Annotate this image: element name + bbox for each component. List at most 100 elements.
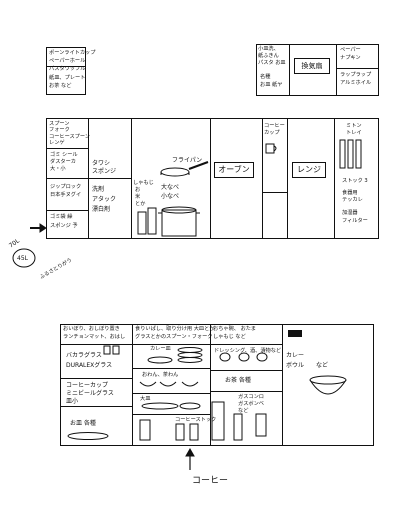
bottom-header-text: おちゃ碗、 おたま xyxy=(213,326,256,332)
fan-label: 換気扇 xyxy=(294,58,330,74)
counter-divider xyxy=(60,406,132,407)
plate-stack-icon xyxy=(147,347,203,364)
sponge-label: タワシ xyxy=(92,160,111,167)
counter-divider xyxy=(46,178,88,179)
stove-label: など xyxy=(238,408,249,414)
shelf-text: ナプキン xyxy=(340,55,361,61)
counter-divider xyxy=(282,324,283,446)
frypan-icon xyxy=(160,161,209,177)
right-label: テッカレ xyxy=(342,197,363,203)
counter-divider xyxy=(210,118,211,239)
coffee-cup-icon xyxy=(265,143,277,154)
shelf-text: パスタ お皿 xyxy=(258,60,286,66)
up-arrow-icon xyxy=(185,447,195,470)
drawer-text: ダスターカ xyxy=(50,159,76,165)
drawer-text: レンゲ xyxy=(49,140,65,146)
right-label: 食器用 xyxy=(342,190,358,196)
detergent-label: 洗剤 xyxy=(92,186,105,193)
right-arrow-icon xyxy=(30,223,47,233)
top-left-shelf-line: ポーンライトカップ xyxy=(49,50,96,56)
coffee-cup-label: コーヒーカップ xyxy=(66,382,109,389)
plate-icon xyxy=(141,402,201,410)
big-plate-icon xyxy=(67,432,109,440)
counter-divider xyxy=(210,370,282,371)
top-left-shelf-line: 紙皿、プレート xyxy=(49,75,86,81)
drawer-text: ジップロック xyxy=(50,184,82,190)
top-left-shelf: ポーンライトカップ ペーパーホール パスタワッフル 紙皿、プレート お茶 など xyxy=(46,47,95,95)
drawer-text: スプーン xyxy=(49,121,70,127)
stove-label: ガスボンベ xyxy=(238,401,264,407)
counter-divider xyxy=(131,118,132,239)
tray-icon xyxy=(339,139,362,169)
tea-label: お茶 各種 xyxy=(225,377,251,384)
counter-divider xyxy=(60,344,282,345)
pot-icon xyxy=(219,352,268,362)
oven-label: オーブン xyxy=(214,162,254,178)
shelf-text: 小皿洗、 xyxy=(258,46,279,52)
drawer-text: コーヒースプーン xyxy=(49,134,90,140)
glass-label: バカラグラス xyxy=(66,352,102,359)
shelf-divider xyxy=(336,68,379,69)
range-label: レンジ xyxy=(292,162,326,178)
detergent-label: アタック xyxy=(92,196,117,203)
big-bowl-icon xyxy=(309,375,347,395)
right-label: トレイ xyxy=(346,130,362,136)
bottom-header-text: 食りいぱし、取り分け用 大皿とか xyxy=(135,326,215,332)
frypan-label: フライパン xyxy=(172,157,203,164)
coffee-cup-label: カップ xyxy=(264,130,280,136)
counter-divider xyxy=(60,378,132,379)
top-left-shelf-line: パスタワッフル xyxy=(49,66,86,72)
top-right-shelf xyxy=(256,44,379,96)
counter-divider xyxy=(132,414,210,415)
arrow-label: コーヒー xyxy=(192,476,229,486)
glass-label: DURALEXグラス xyxy=(66,362,113,369)
black-tag xyxy=(288,330,302,337)
pot-icon xyxy=(158,206,200,237)
top-left-shelf-line: お茶 など xyxy=(49,83,72,89)
shelf-divider xyxy=(289,44,290,96)
drawer-text: スポンジ 予 xyxy=(50,223,78,229)
counter-divider xyxy=(262,118,263,239)
drawer-text: ゴミ袋 繰 xyxy=(50,214,73,220)
bottom-header-text: グラスとかのスプーン・フォーク xyxy=(135,334,213,340)
coffee-stock-label: コーヒーストック xyxy=(175,417,217,423)
shelf-divider xyxy=(336,44,337,96)
counter-divider xyxy=(46,148,88,149)
shelf-text: ペーパー xyxy=(340,47,361,53)
shelf-text: ラップラップ xyxy=(340,72,372,78)
bowl-label: 大皿 xyxy=(140,396,151,402)
bottom-header-text: しゃもじ など xyxy=(213,334,246,340)
counter-divider xyxy=(132,324,133,446)
counter-divider xyxy=(46,210,88,211)
shelf-text: 紙ふきん xyxy=(258,53,279,59)
counter-divider xyxy=(132,368,210,369)
right-label: フィルター xyxy=(342,218,368,224)
counter-divider xyxy=(262,192,287,193)
curry-label: カレー xyxy=(286,352,305,359)
sponge-label: スポンジ xyxy=(92,168,117,175)
rice-label: とか xyxy=(135,201,146,207)
drawer-text: フォーク xyxy=(49,127,70,133)
jar-icon xyxy=(139,401,267,441)
trash-size-label: 45L xyxy=(17,255,28,262)
right-label: ストック 3 xyxy=(342,178,368,184)
counter-divider xyxy=(88,178,131,179)
coffee-cup-label: ミニビールグラス xyxy=(66,390,114,397)
glass-icon xyxy=(103,345,120,355)
pot-label: 小なべ xyxy=(161,193,180,200)
drawer-text: 大・小 xyxy=(50,166,66,172)
drawer-text: ゴミ シール xyxy=(50,152,78,158)
bowl-label: おわん、茶わん xyxy=(142,372,179,378)
rice-label: お xyxy=(135,187,141,193)
pot-label: 大なべ xyxy=(161,184,180,191)
trash-circle xyxy=(12,248,36,268)
counter-divider xyxy=(132,393,210,394)
bottle-icon xyxy=(137,207,157,235)
shelf-text: お皿 紙ヤ xyxy=(260,82,283,88)
drawer-text: 日本手ヌグイ xyxy=(50,192,82,198)
stove-label: ガスコンロ xyxy=(238,394,264,400)
counter-divider xyxy=(210,324,211,446)
detergent-label: 漂白剤 xyxy=(92,206,111,213)
coffee-cup-label: 皿小 xyxy=(66,398,79,405)
top-left-shelf-line: ペーパーホール xyxy=(49,58,86,64)
